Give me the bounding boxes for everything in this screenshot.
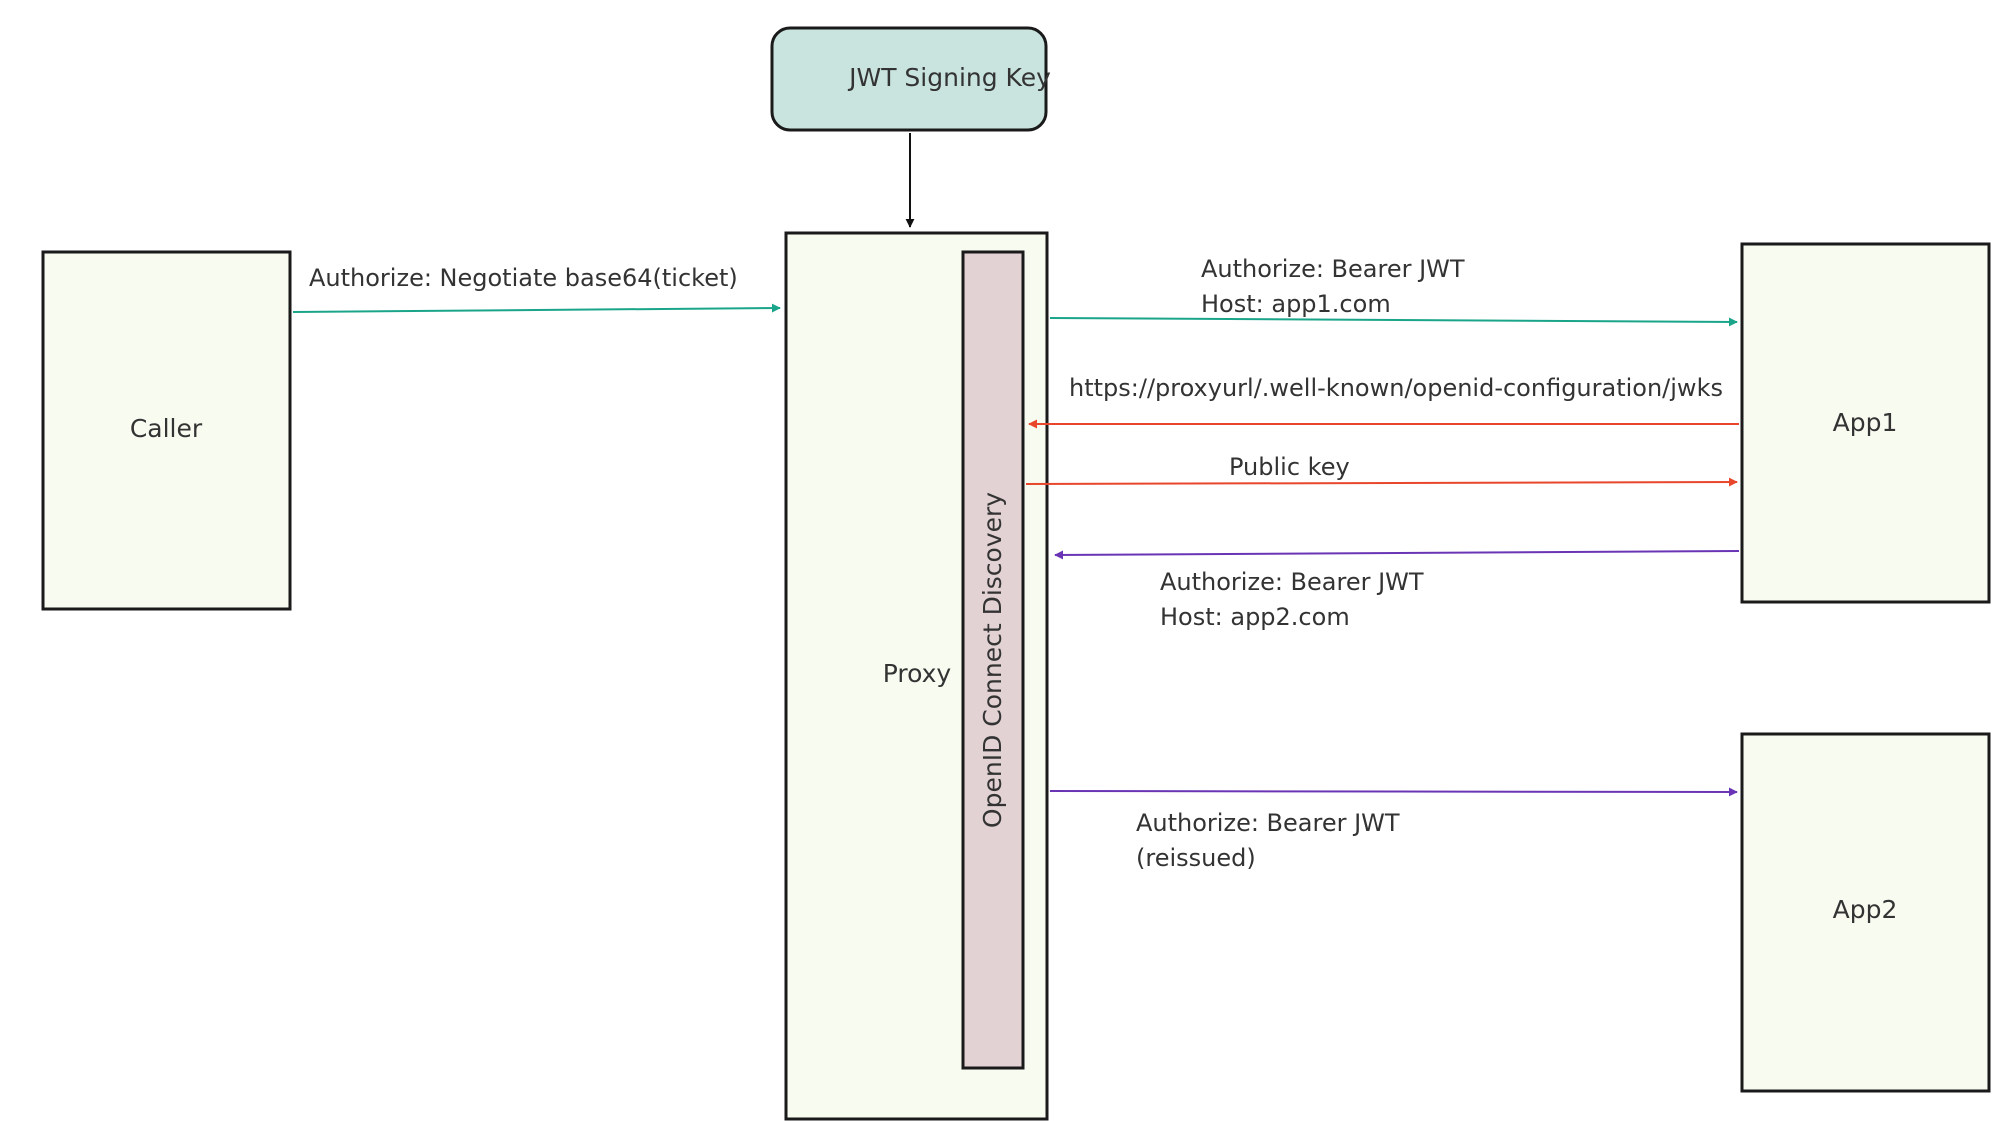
edge-app1-to-oidc: https://proxyurl/.well-known/openid-conf…: [1028, 374, 1739, 429]
arrow-caller-to-proxy: [292, 303, 781, 313]
oidc-discovery-box: [961, 250, 1025, 1070]
edge-label-reissued-line1: Authorize: Bearer JWT: [1136, 809, 1400, 837]
app2-label: App2: [1833, 895, 1898, 924]
edge-caller-to-proxy: Authorize: Negotiate base64(ticket): [292, 264, 781, 313]
edge-proxy-to-app2: Authorize: Bearer JWT (reissued): [1049, 787, 1738, 872]
caller-box: [41, 250, 292, 611]
app1-label: App1: [1833, 408, 1898, 437]
oidc-discovery-node: OpenID Connect Discovery: [961, 250, 1025, 1070]
edge-label-negotiate: Authorize: Negotiate base64(ticket): [309, 264, 738, 292]
oidc-discovery-label: OpenID Connect Discovery: [978, 492, 1007, 828]
jwt-signing-key-label: JWT Signing Key: [847, 63, 1051, 92]
edge-proxy-to-app1: Authorize: Bearer JWT Host: app1.com: [1049, 255, 1738, 327]
app1-box: [1740, 242, 1991, 604]
edge-label-bearer-app2-line2: Host: app2.com: [1160, 603, 1350, 631]
app2-node: App2: [1740, 732, 1991, 1093]
edge-label-bearer-app2-line1: Authorize: Bearer JWT: [1160, 568, 1424, 596]
edge-label-jwks-url: https://proxyurl/.well-known/openid-conf…: [1069, 374, 1723, 402]
jwt-signing-key-box: [770, 26, 1048, 132]
app1-node: App1: [1740, 242, 1991, 604]
app2-box: [1740, 732, 1991, 1093]
proxy-label: Proxy: [883, 659, 952, 688]
edge-app1-to-proxy: Authorize: Bearer JWT Host: app2.com: [1054, 550, 1740, 631]
edge-label-bearer-app1-line2: Host: app1.com: [1201, 290, 1391, 318]
edge-label-public-key: Public key: [1229, 453, 1350, 481]
jwt-signing-key-node: JWT Signing Key: [770, 26, 1051, 132]
arrow-proxy-to-app2: [1049, 787, 1738, 797]
edge-label-reissued-line2: (reissued): [1136, 844, 1256, 872]
edge-label-bearer-app1-line1: Authorize: Bearer JWT: [1201, 255, 1465, 283]
caller-node: Caller: [41, 250, 292, 611]
caller-label: Caller: [130, 414, 203, 443]
edge-oidc-to-app1: Public key: [1025, 453, 1738, 487]
arrow-oidc-to-app1: [1025, 477, 1738, 487]
arrow-proxy-to-app1: [1049, 317, 1738, 327]
arrow-app1-to-proxy: [1054, 550, 1740, 560]
